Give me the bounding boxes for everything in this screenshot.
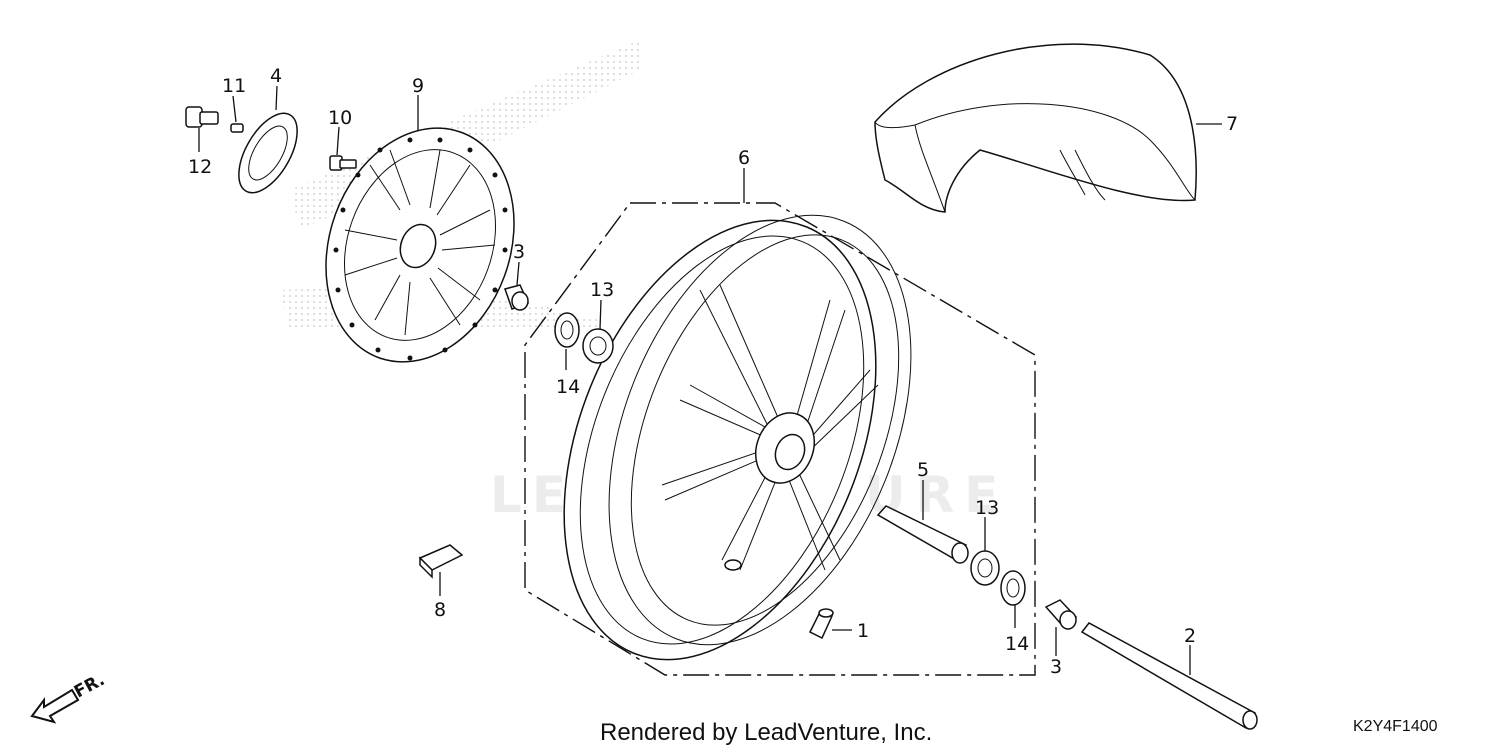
dust-seal-14-left xyxy=(554,312,580,348)
callout-4: 4 xyxy=(270,65,282,87)
diagram-code: K2Y4F1400 xyxy=(1353,718,1438,735)
callout-14-right: 14 xyxy=(1005,633,1029,655)
wheel xyxy=(563,214,912,661)
callout-9: 9 xyxy=(412,75,424,97)
callout-1: 1 xyxy=(857,620,869,642)
callout-11: 11 xyxy=(222,75,246,97)
callout-2: 2 xyxy=(1184,625,1196,647)
callout-3-left: 3 xyxy=(513,241,525,263)
footer-credit: Rendered by LeadVenture, Inc. xyxy=(600,719,932,746)
screw-11 xyxy=(230,123,244,133)
collar-3-right xyxy=(1044,599,1078,630)
bearing-13-right xyxy=(970,550,1000,586)
callout-labels: 11 4 12 10 9 3 13 14 6 7 5 13 14 3 2 1 8 xyxy=(188,65,1238,678)
collar-3-left xyxy=(504,284,530,311)
brake-disc xyxy=(325,127,515,363)
callout-5: 5 xyxy=(917,459,929,481)
callout-10: 10 xyxy=(328,107,352,129)
front-arrow-icon: FR. xyxy=(30,670,108,724)
sensor-ring xyxy=(238,112,298,194)
bolt-12 xyxy=(185,106,219,128)
axle-spacer-5 xyxy=(876,505,969,564)
callout-13-right: 13 xyxy=(975,497,999,519)
wheel-assembly-boundary xyxy=(524,202,1036,676)
leader-lines xyxy=(198,85,1222,675)
valve-1 xyxy=(808,608,834,640)
callout-8: 8 xyxy=(434,599,446,621)
callout-6: 6 xyxy=(738,147,750,169)
callout-14-left: 14 xyxy=(556,376,580,398)
callout-7: 7 xyxy=(1226,113,1238,135)
tire xyxy=(874,43,1197,213)
bolt-10 xyxy=(329,155,357,171)
bearing-13-left xyxy=(582,328,614,364)
balance-weight-8 xyxy=(418,544,464,579)
axle-2 xyxy=(1080,622,1258,730)
dust-seal-14-right xyxy=(1000,570,1026,606)
callout-3-right: 3 xyxy=(1050,656,1062,678)
callout-13-left: 13 xyxy=(590,279,614,301)
callout-12: 12 xyxy=(188,156,212,178)
